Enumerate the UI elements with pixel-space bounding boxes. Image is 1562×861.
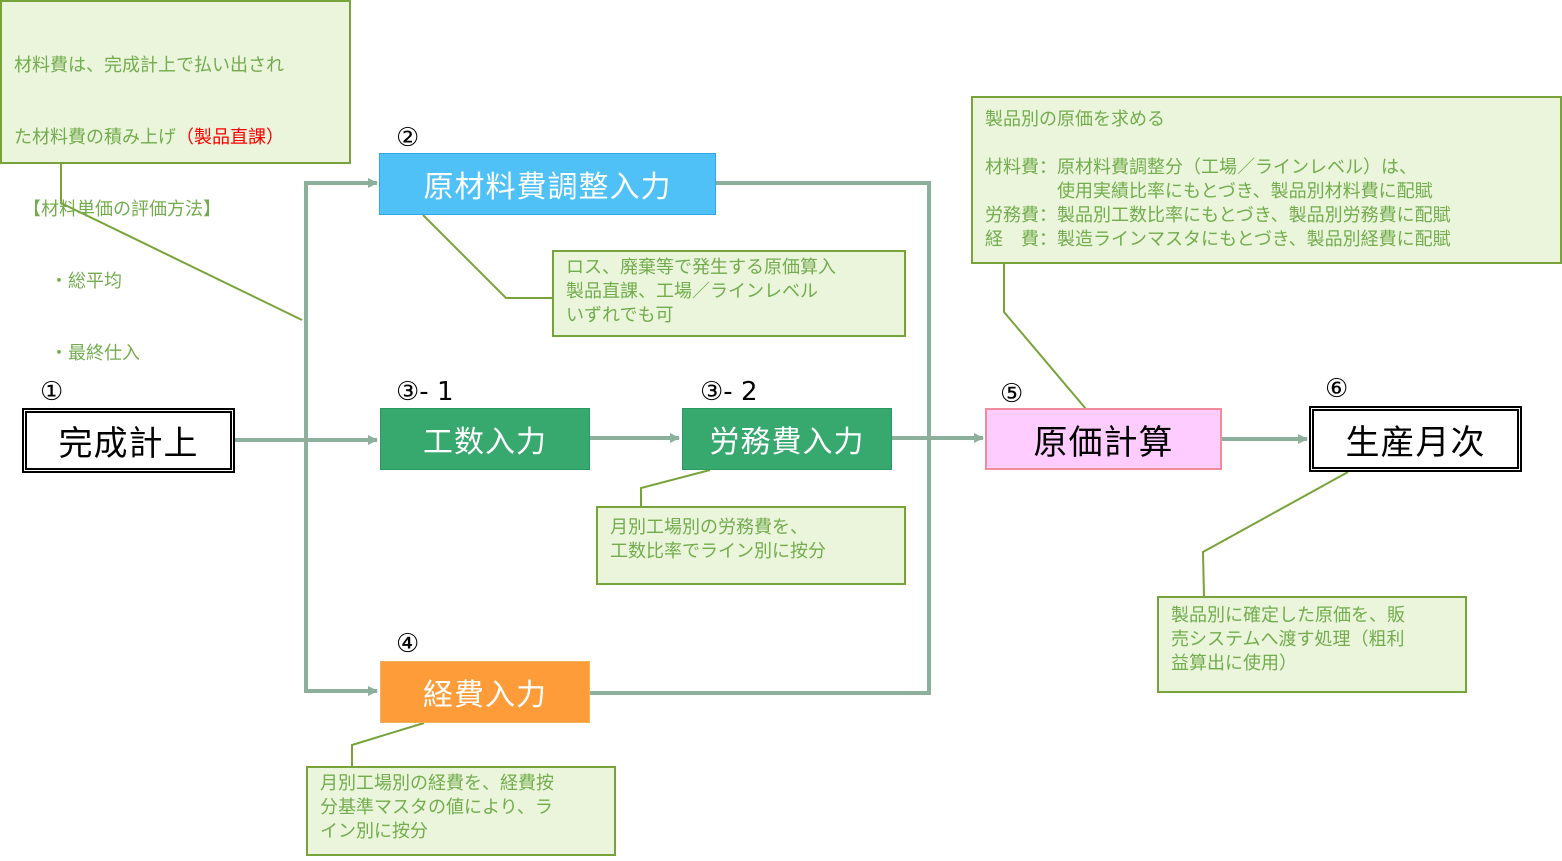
note-adjustment: ロス、廃棄等で発生する原価算入 製品直課、工場／ラインレベル いずれでも可 <box>552 250 906 337</box>
note-monthly: 製品別に確定した原価を、販 売システムへ渡す処理（粗利 益算出に使用） <box>1157 596 1467 693</box>
step5-label: 原価計算 <box>1033 422 1174 463</box>
step4-label: 経費入力 <box>423 678 547 713</box>
note-labor: 月別工場別の労務費を、 工数比率でライン別に按分 <box>596 506 906 585</box>
note-materials-line5: ・最終仕入 <box>14 343 140 364</box>
step3-1-label: 工数入力 <box>423 425 547 460</box>
step4-number: ④ <box>396 629 420 659</box>
note-materials-line1: 材料費は、完成計上で払い出され <box>14 55 284 76</box>
step2-label: 原材料費調整入力 <box>423 170 672 205</box>
step2-number: ② <box>396 123 420 153</box>
note-materials-line4: ・総平均 <box>14 271 122 292</box>
step1-label: 完成計上 <box>58 424 199 464</box>
step6-label: 生産月次 <box>1345 422 1486 463</box>
step3-2-label: 労務費入力 <box>709 425 865 460</box>
callout-monthly <box>1201 471 1349 597</box>
step4-box[interactable]: 経費入力 <box>380 661 590 723</box>
step1-number: ① <box>40 377 64 407</box>
step6-number: ⑥ <box>1325 374 1349 404</box>
step1-box[interactable]: 完成計上 <box>22 408 235 473</box>
callout-labor <box>640 469 711 506</box>
step3-1-box[interactable]: 工数入力 <box>380 408 590 470</box>
step3-2-box[interactable]: 労務費入力 <box>682 408 892 470</box>
step3-1-number: ③- 1 <box>396 377 454 407</box>
note-materials-line2-text: た材料費の積み上げ <box>14 127 176 148</box>
step2-box[interactable]: 原材料費調整入力 <box>379 153 716 215</box>
note-materials-line3: 【材料単価の評価方法】 <box>14 199 221 220</box>
note-costing: 製品別の原価を求める 材料費：原材料費調整分（工場／ラインレベル）は、 使用実績… <box>971 96 1562 264</box>
step5-box[interactable]: 原価計算 <box>985 408 1222 470</box>
note-expense: 月別工場別の経費を、経費按 分基準マスタの値により、ラ イン別に按分 <box>306 766 616 856</box>
callout-expense <box>351 722 425 766</box>
note-materials-line2: た材料費の積み上げ（製品直課） <box>14 126 337 150</box>
step3-2-number: ③- 2 <box>700 377 758 407</box>
callout-adjustment <box>422 214 553 299</box>
note-materials: 材料費は、完成計上で払い出され た材料費の積み上げ（製品直課） 【材料単価の評価… <box>0 0 351 436</box>
note-materials-highlight: （製品直課） <box>176 127 284 148</box>
step6-box[interactable]: 生産月次 <box>1309 406 1522 472</box>
step5-number: ⑤ <box>1000 379 1024 409</box>
